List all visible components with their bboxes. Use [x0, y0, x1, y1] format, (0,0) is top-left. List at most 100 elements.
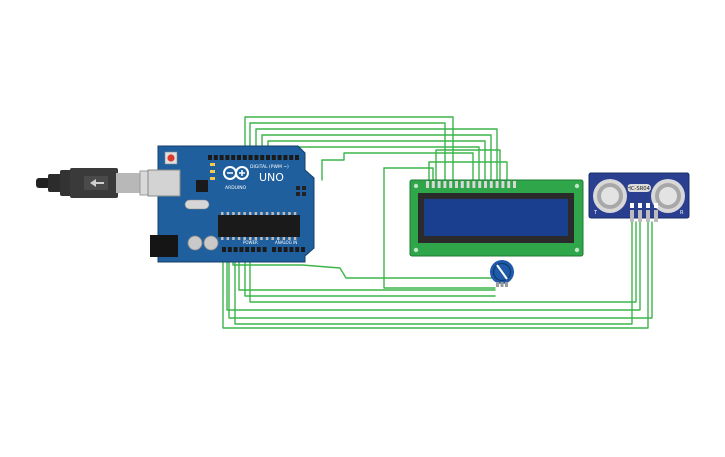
pin[interactable]: [237, 155, 241, 160]
wire[interactable]: [255, 128, 498, 181]
pin[interactable]: [513, 181, 516, 188]
pin[interactable]: [295, 155, 299, 160]
chip-pin: [243, 237, 246, 240]
capacitor: [187, 235, 203, 251]
sensor-pin-header[interactable]: [630, 210, 658, 222]
pin[interactable]: [449, 181, 453, 188]
chip-pin: [249, 237, 252, 240]
pin[interactable]: [248, 155, 253, 160]
pin[interactable]: [431, 181, 435, 188]
wire[interactable]: [226, 221, 641, 311]
pin[interactable]: [239, 247, 244, 252]
chip-pin: [271, 212, 274, 215]
analog-pin-header[interactable]: [272, 247, 305, 252]
pin[interactable]: [466, 181, 470, 188]
pin[interactable]: [213, 155, 218, 160]
chip-pin: [221, 237, 224, 240]
pin[interactable]: [460, 181, 464, 188]
pin[interactable]: [242, 155, 247, 160]
wire[interactable]: [428, 161, 508, 181]
pin[interactable]: [289, 247, 294, 252]
chip-pin: [232, 212, 235, 215]
pin[interactable]: [219, 155, 224, 160]
capacitor: [203, 235, 219, 251]
digital-header-label: DIGITAL (PWM ~): [250, 164, 289, 170]
wire[interactable]: [234, 221, 633, 325]
lcd-display[interactable]: [409, 179, 584, 257]
pin[interactable]: [295, 247, 300, 252]
digital-pin-header[interactable]: [208, 155, 299, 160]
wire[interactable]: [383, 167, 496, 289]
potentiometer[interactable]: [490, 260, 514, 287]
pin[interactable]: [251, 247, 255, 252]
pin[interactable]: [455, 181, 458, 188]
pin[interactable]: [262, 247, 267, 252]
arduino-brand-label: ARDUINO: [225, 185, 247, 191]
chip-pin: [260, 212, 263, 215]
usb-port: [147, 169, 181, 197]
wire[interactable]: [228, 221, 653, 319]
pin[interactable]: [472, 181, 476, 188]
ultrasonic-sensor[interactable]: HC-SR04 T R: [588, 172, 690, 222]
pin[interactable]: [277, 247, 282, 252]
sensor-r-mark: R: [680, 210, 684, 216]
pin[interactable]: [283, 155, 288, 160]
chip-pin: [254, 237, 258, 240]
pin[interactable]: [301, 247, 305, 252]
wire[interactable]: [383, 167, 434, 181]
pin[interactable]: [272, 247, 276, 252]
pin[interactable]: [426, 181, 429, 188]
pin[interactable]: [245, 247, 250, 252]
pin[interactable]: [256, 247, 261, 252]
pin[interactable]: [289, 155, 294, 160]
chip-pin: [226, 212, 230, 215]
pin[interactable]: [254, 155, 259, 160]
pin[interactable]: [227, 247, 232, 252]
potentiometer-knob[interactable]: [496, 264, 508, 280]
pin[interactable]: [231, 155, 236, 160]
pin[interactable]: [266, 155, 270, 160]
pin[interactable]: [507, 181, 511, 188]
chip-pin: [265, 237, 269, 240]
chip-pin: [277, 212, 280, 215]
pin[interactable]: [478, 181, 482, 188]
pin[interactable]: [443, 181, 447, 188]
pin[interactable]: [233, 247, 238, 252]
wire[interactable]: [238, 251, 496, 291]
pin[interactable]: [283, 247, 288, 252]
chip-pin: [254, 212, 258, 215]
pin[interactable]: [277, 155, 282, 160]
pin[interactable]: [225, 155, 230, 160]
wire[interactable]: [222, 221, 649, 329]
lcd-pin-header[interactable]: [426, 181, 516, 188]
chip-pin: [277, 237, 280, 240]
wire[interactable]: [249, 122, 446, 181]
wire[interactable]: [249, 221, 637, 303]
usb-icon: [90, 179, 104, 187]
pin[interactable]: [271, 155, 276, 160]
pin[interactable]: [484, 181, 487, 188]
pin[interactable]: [437, 181, 441, 188]
pin[interactable]: [495, 181, 499, 188]
pin[interactable]: [260, 155, 265, 160]
pin[interactable]: [208, 155, 212, 160]
arduino-board[interactable]: ARDUINO UNO DIGITAL (PWM ~) POWER ANALOG…: [147, 145, 315, 263]
wire[interactable]: [321, 152, 474, 181]
chip-pin: [282, 212, 286, 215]
power-header-label: POWER: [243, 240, 258, 245]
chip-pin: [288, 212, 291, 215]
usb-cable[interactable]: [36, 168, 171, 198]
wire[interactable]: [435, 149, 501, 181]
wire[interactable]: [244, 251, 496, 297]
power-jack: [150, 235, 178, 257]
chip-pin: [282, 237, 286, 240]
wire[interactable]: [244, 116, 454, 181]
chip-pin: [237, 212, 241, 215]
receiver: [651, 179, 685, 213]
power-pin-header[interactable]: [222, 247, 267, 252]
pin[interactable]: [501, 181, 505, 188]
pin[interactable]: [489, 181, 493, 188]
pin[interactable]: [222, 247, 226, 252]
chip-pin: [249, 212, 252, 215]
